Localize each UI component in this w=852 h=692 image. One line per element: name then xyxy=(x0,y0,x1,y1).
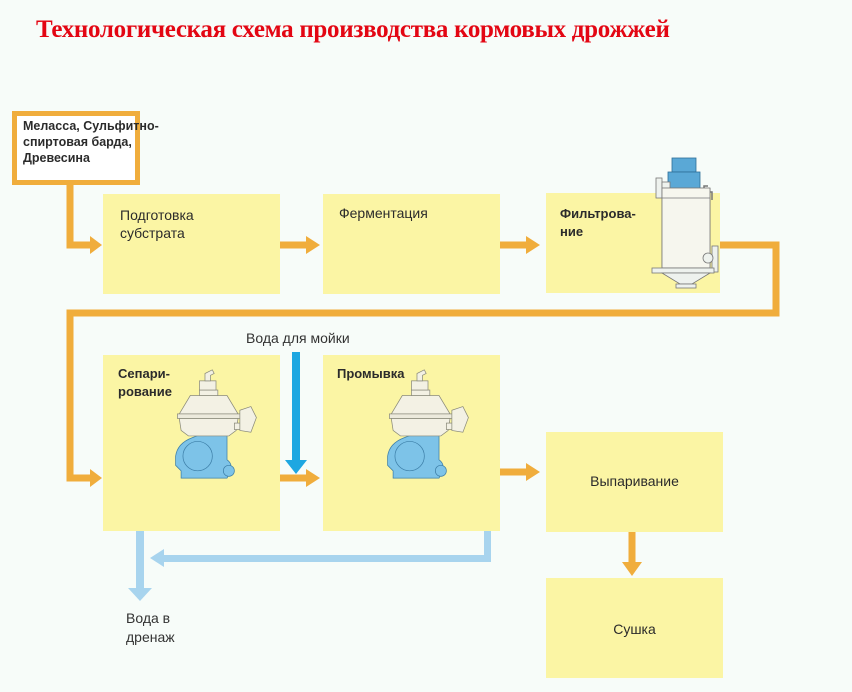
step-label: Выпаривание xyxy=(590,473,679,489)
arrowhead-icon xyxy=(90,469,102,487)
arrowhead-icon xyxy=(128,588,152,601)
drain-water-flow xyxy=(128,530,491,601)
main-flow-arrowheads xyxy=(90,236,642,576)
step-evaporation: Выпаривание xyxy=(546,432,723,532)
step-label: Ферментация xyxy=(339,205,428,221)
filter-equipment-icon xyxy=(651,157,719,289)
step-label: Сушка xyxy=(613,621,656,637)
arrowhead-icon xyxy=(306,469,320,487)
separator-equipment-icon xyxy=(175,369,257,479)
arrowhead-icon xyxy=(285,460,307,474)
source-line: Древесина xyxy=(23,151,90,165)
arrowhead-icon xyxy=(526,236,540,254)
wash-water-flow xyxy=(285,352,307,474)
separator-equipment-icon xyxy=(387,369,469,479)
step-fermentation: Ферментация xyxy=(323,194,500,294)
main-flow-lines xyxy=(66,175,780,562)
flow-source-to-substrate xyxy=(66,175,92,249)
source-materials-box: Меласса, Сульфитно- спиртовая барда, Дре… xyxy=(12,111,159,185)
source-line: спиртовая барда, xyxy=(23,135,132,149)
diagram-title: Технологическая схема производства кормо… xyxy=(36,16,670,43)
wash-water-label: Вода для мойки xyxy=(246,330,350,346)
step-label: Сепари-рование xyxy=(118,366,173,399)
arrowhead-icon xyxy=(90,236,102,254)
step-label: Промывка xyxy=(337,366,405,381)
arrowhead-icon xyxy=(150,549,164,567)
arrowhead-icon xyxy=(622,562,642,576)
flow-filtration-to-separation xyxy=(66,241,780,482)
arrowhead-icon xyxy=(306,236,320,254)
step-label: Фильтрова-ние xyxy=(560,206,636,239)
source-line: Меласса, Сульфитно- xyxy=(23,119,159,133)
arrowhead-icon xyxy=(526,463,540,481)
step-drying: Сушка xyxy=(546,578,723,678)
